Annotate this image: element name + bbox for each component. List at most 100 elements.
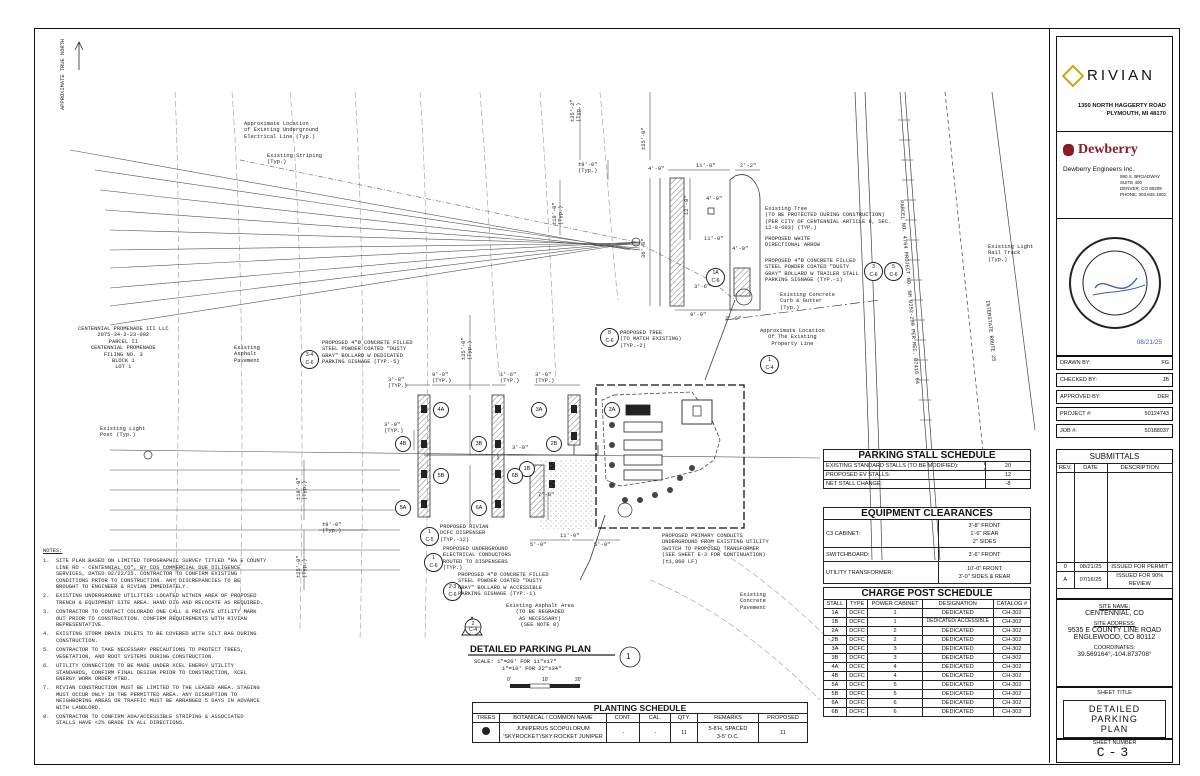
- bollard-trailer-label: PROPOSED 4"Ø CONCRETE FILLED STEEL POWDE…: [765, 258, 859, 284]
- table-cell: 2B: [823, 635, 847, 645]
- dim-label: 7'-0": [538, 492, 555, 498]
- table-cell: 1: [867, 617, 923, 627]
- table-cell: DEDICATED: [921, 662, 994, 672]
- scale-tick-10: 10': [542, 677, 549, 683]
- table-cell: 6: [867, 707, 923, 717]
- dim-label: 12'-0": [684, 195, 690, 215]
- col-header: REMARKS: [697, 713, 759, 723]
- row-value: DER: [1157, 394, 1169, 400]
- scale-tick-20: 20': [575, 677, 582, 683]
- tree-symbol-cell: [472, 722, 500, 743]
- approval-block: DRAWN BY:FG CHECKED BY:JB APPROVED BY:DE…: [1056, 356, 1173, 438]
- submittals-title: SUBMITTALS: [1089, 452, 1140, 461]
- sheet-number-box: SHEET NUMBER C-3: [1056, 739, 1173, 763]
- table-cell: DCFC: [845, 653, 869, 663]
- callout-bot: C-5: [425, 537, 434, 543]
- dim-label: 11'-0": [704, 236, 724, 242]
- callout-bot: C-6: [889, 272, 898, 278]
- table-cell: A: [1056, 571, 1075, 589]
- row-value: JB: [1162, 377, 1169, 383]
- note-item: 8. CONTRACTOR TO CONFIRM ADA/ACCESSIBLE …: [43, 713, 244, 727]
- table-cell: 6B: [823, 707, 847, 717]
- address-line: PHONE: 303.825.1802: [1119, 192, 1166, 197]
- table-cell: ISSUED FOR PERMIT: [1106, 562, 1174, 572]
- dewberry-wordmark: Dewberry: [1078, 142, 1138, 157]
- note-item: 7. RIVIAN CONSTRUCTION MUST BE LIMITED T…: [43, 685, 260, 711]
- rail-ties: [898, 119, 932, 421]
- dim-label: 11'-0": [560, 533, 580, 539]
- equipment-clearances-title: EQUIPMENT CLEARANCES: [823, 507, 1031, 519]
- table-cell: DCFC: [845, 689, 869, 699]
- table-cell: UTILITY TRANSFORMER:: [823, 561, 939, 584]
- callout-bot: C-4: [765, 365, 774, 371]
- bollard-accessible-label: PROPOSED 4"Ø CONCRETE FILLED STEEL POWDE…: [458, 572, 549, 598]
- col-header: TREES: [472, 713, 500, 723]
- parking-stall-table: EXISTING STANDARD STALLS (TO BE MODIFIED…: [823, 461, 1031, 489]
- dim-label: 2'-2": [740, 163, 757, 169]
- table-cell: DEDICATED: [921, 689, 994, 699]
- callout-bot: C-6: [429, 563, 438, 569]
- table-cell: CH-302: [992, 626, 1032, 636]
- dispenser-label: PROPOSED RIVIAN DCFC DISPENSER (TYP.-12): [440, 524, 489, 543]
- bollard-dedicated-label: PROPOSED 4"Ø CONCRETE FILLED STEEL POWDE…: [322, 340, 413, 366]
- table-cell: DCFC: [845, 698, 869, 708]
- note-item: 3. CONTRACTOR TO CONTACT COLORADO ONE CA…: [43, 609, 257, 629]
- dim-label: 5'-0": [530, 542, 547, 548]
- callout-top: 5: [892, 264, 895, 270]
- seal-date: 08/21/25: [1136, 339, 1162, 346]
- striping-label: Existing Striping (Typ.): [267, 153, 322, 166]
- table-cell: ISSUED FOR 90% REVIEW: [1106, 571, 1174, 589]
- regrade-area: [540, 460, 595, 530]
- table-cell: 3'-8" FRONT 1'-6" REAR 2" SIDES: [938, 519, 1031, 548]
- dim-label: 9'-0" (TYP.): [432, 372, 452, 385]
- table-cell: 1B: [823, 617, 847, 627]
- dim-label: 3'-0" (TYP.): [535, 372, 555, 385]
- site-address-1: 9535 E COUNTY LINE ROAD: [1067, 627, 1162, 634]
- sheet-title-label: SHEET TITLE: [1097, 690, 1132, 696]
- table-cell: DEDICATED: [921, 626, 994, 636]
- stall-label-5a: 5A: [395, 500, 411, 516]
- table-cell: 3: [867, 653, 923, 663]
- table-cell: 08/21/25: [1073, 562, 1108, 572]
- table-cell: CH-302: [992, 608, 1032, 618]
- stall-label-3b: 3B: [471, 436, 487, 452]
- table-cell: [1073, 472, 1108, 563]
- table-cell: CH-302: [992, 671, 1032, 681]
- table-cell: 4A: [823, 662, 847, 672]
- callout-top: 2-3: [448, 584, 457, 590]
- row-label: JOB #:: [1060, 428, 1077, 434]
- table-cell: CH-302: [992, 662, 1032, 672]
- engineer-box: Dewberry Dewberry Engineers Inc. 990 S. …: [1056, 131, 1173, 221]
- table-cell: 2: [867, 635, 923, 645]
- parking-stall-schedule: PARKING STALL SCHEDULE EXISTING STANDARD…: [823, 449, 1031, 489]
- callout-bot: C-6: [605, 338, 614, 344]
- dimension-lines: [303, 92, 760, 590]
- approved-by-row: APPROVED BY:DER: [1056, 390, 1173, 404]
- site-info-box: SITE NAME: CENTENNIAL, CO SITE ADDRESS: …: [1056, 599, 1173, 687]
- dewberry-name: Dewberry Engineers Inc.: [1063, 166, 1135, 173]
- conduits-label: PROPOSED PRIMARY CONDUITS UNDERGROUND FR…: [662, 533, 769, 565]
- table-cell: 5-8'H, SPACED 3-5' O.C.: [697, 722, 759, 743]
- col-header: BOTANICAL / COMMON NAME: [499, 713, 607, 723]
- dim-label: 36'-0": [641, 238, 647, 258]
- sheet-title-1: DETAILED PARKING: [1088, 704, 1141, 724]
- col-header: QTY.: [670, 713, 698, 723]
- table-cell: DEDICATED: [921, 680, 994, 690]
- charge-post-schedule-title: CHARGE POST SCHEDULE: [823, 587, 1031, 599]
- rivian-compass-icon: [1061, 64, 1085, 87]
- coordinates: 39.569164°,-104.873708°: [1077, 651, 1152, 658]
- planting-table: TREES BOTANICAL / COMMON NAME CONT. CAL.…: [472, 713, 808, 743]
- trailer-stall-hatch: [669, 177, 685, 307]
- table-cell: 07/16/25: [1073, 571, 1108, 589]
- stall-label-6a: 6A: [471, 500, 487, 516]
- table-cell: 20: [985, 461, 1031, 471]
- table-cell: -: [639, 722, 671, 743]
- callout-bot: C-6: [711, 278, 720, 284]
- tree-symbol-icon: [482, 727, 490, 735]
- rivian-address-2: PLYMOUTH, MI 48170: [1106, 111, 1166, 117]
- light-post: [143, 450, 153, 460]
- table-cell: JUNIPERUS SCOPULORUM 'SKYROCKET'/SKY ROC…: [499, 722, 607, 743]
